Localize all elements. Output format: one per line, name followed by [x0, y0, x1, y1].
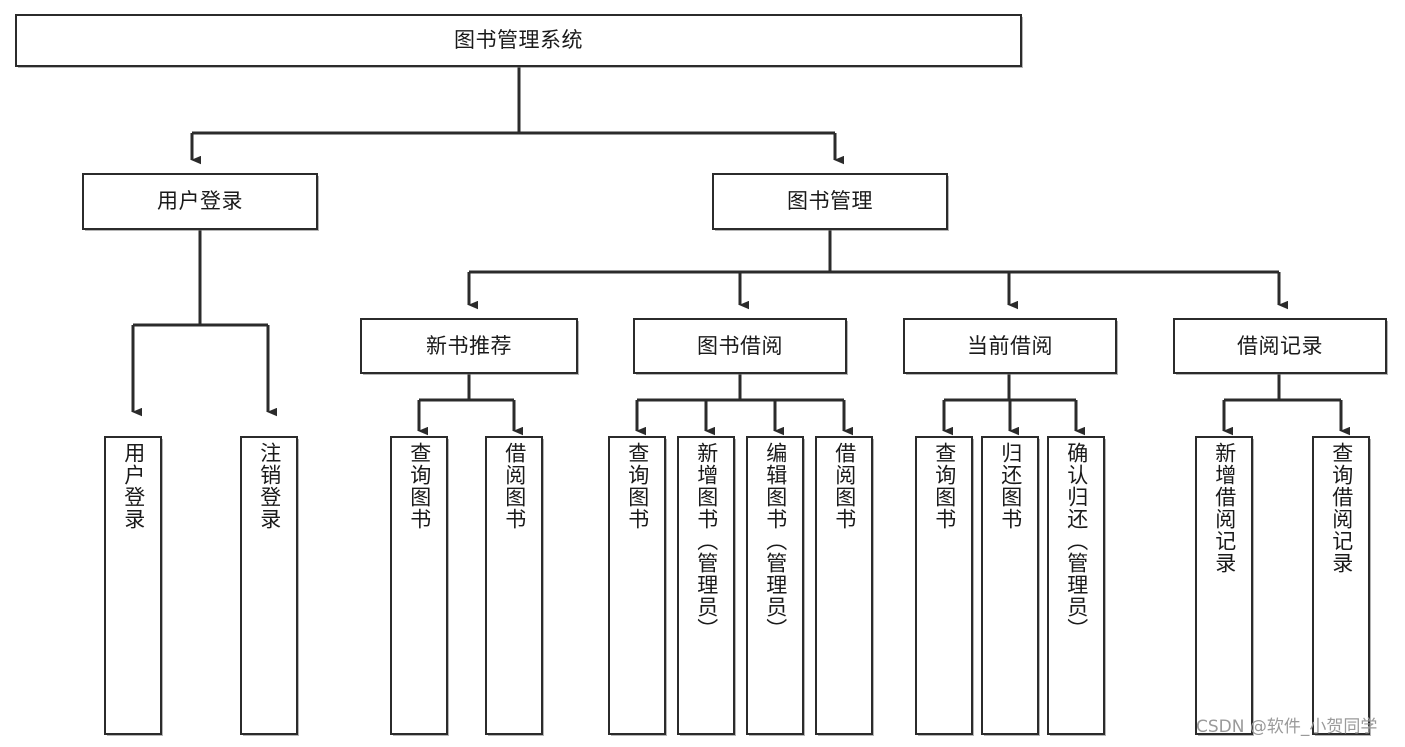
node-user-login-label: 用户登录	[157, 189, 243, 213]
node-new-book-recommend[interactable]: 新书推荐	[360, 318, 578, 374]
node-leaf-confirm-return-label: 确认归还（管理员）	[1064, 442, 1089, 640]
node-leaf-query-book-1[interactable]: 查询图书	[390, 436, 448, 735]
node-leaf-add-book-label: 新增图书（管理员）	[694, 442, 719, 640]
node-leaf-query-book-2[interactable]: 查询图书	[608, 436, 666, 735]
node-leaf-borrow-book-2[interactable]: 借阅图书	[815, 436, 873, 735]
node-leaf-query-record[interactable]: 查询借阅记录	[1312, 436, 1370, 735]
node-leaf-add-record[interactable]: 新增借阅记录	[1195, 436, 1253, 735]
node-leaf-logout[interactable]: 注销登录	[240, 436, 298, 735]
node-leaf-add-record-label: 新增借阅记录	[1212, 442, 1237, 574]
node-leaf-query-book-3-label: 查询图书	[932, 442, 957, 530]
node-book-borrow[interactable]: 图书借阅	[633, 318, 847, 374]
node-leaf-query-book-1-label: 查询图书	[407, 442, 432, 530]
node-leaf-query-book-3[interactable]: 查询图书	[915, 436, 973, 735]
node-leaf-confirm-return[interactable]: 确认归还（管理员）	[1047, 436, 1105, 735]
node-leaf-edit-book-label: 编辑图书（管理员）	[763, 442, 788, 640]
node-leaf-logout-label: 注销登录	[257, 442, 282, 530]
node-leaf-return-book[interactable]: 归还图书	[981, 436, 1039, 735]
node-book-management-label: 图书管理	[787, 189, 873, 213]
node-leaf-borrow-book-1[interactable]: 借阅图书	[485, 436, 543, 735]
node-leaf-borrow-book-2-label: 借阅图书	[832, 442, 857, 530]
node-leaf-borrow-book-1-label: 借阅图书	[502, 442, 527, 530]
node-new-book-recommend-label: 新书推荐	[426, 333, 512, 358]
node-book-management[interactable]: 图书管理	[712, 173, 948, 230]
csdn-watermark: CSDN @软件_小贺同学	[1196, 717, 1378, 737]
node-root-label: 图书管理系统	[454, 28, 583, 52]
node-leaf-add-book[interactable]: 新增图书（管理员）	[677, 436, 735, 735]
node-leaf-query-book-2-label: 查询图书	[625, 442, 650, 530]
node-leaf-user-login[interactable]: 用户登录	[104, 436, 162, 735]
node-user-login[interactable]: 用户登录	[82, 173, 318, 230]
node-leaf-query-record-label: 查询借阅记录	[1329, 442, 1354, 574]
node-leaf-edit-book[interactable]: 编辑图书（管理员）	[746, 436, 804, 735]
node-root[interactable]: 图书管理系统	[15, 14, 1022, 67]
node-book-borrow-label: 图书借阅	[697, 333, 783, 358]
node-current-borrow[interactable]: 当前借阅	[903, 318, 1117, 374]
node-current-borrow-label: 当前借阅	[967, 333, 1053, 358]
node-borrow-record[interactable]: 借阅记录	[1173, 318, 1387, 374]
node-leaf-user-login-label: 用户登录	[121, 442, 146, 530]
node-borrow-record-label: 借阅记录	[1237, 333, 1323, 358]
node-leaf-return-book-label: 归还图书	[998, 442, 1023, 530]
